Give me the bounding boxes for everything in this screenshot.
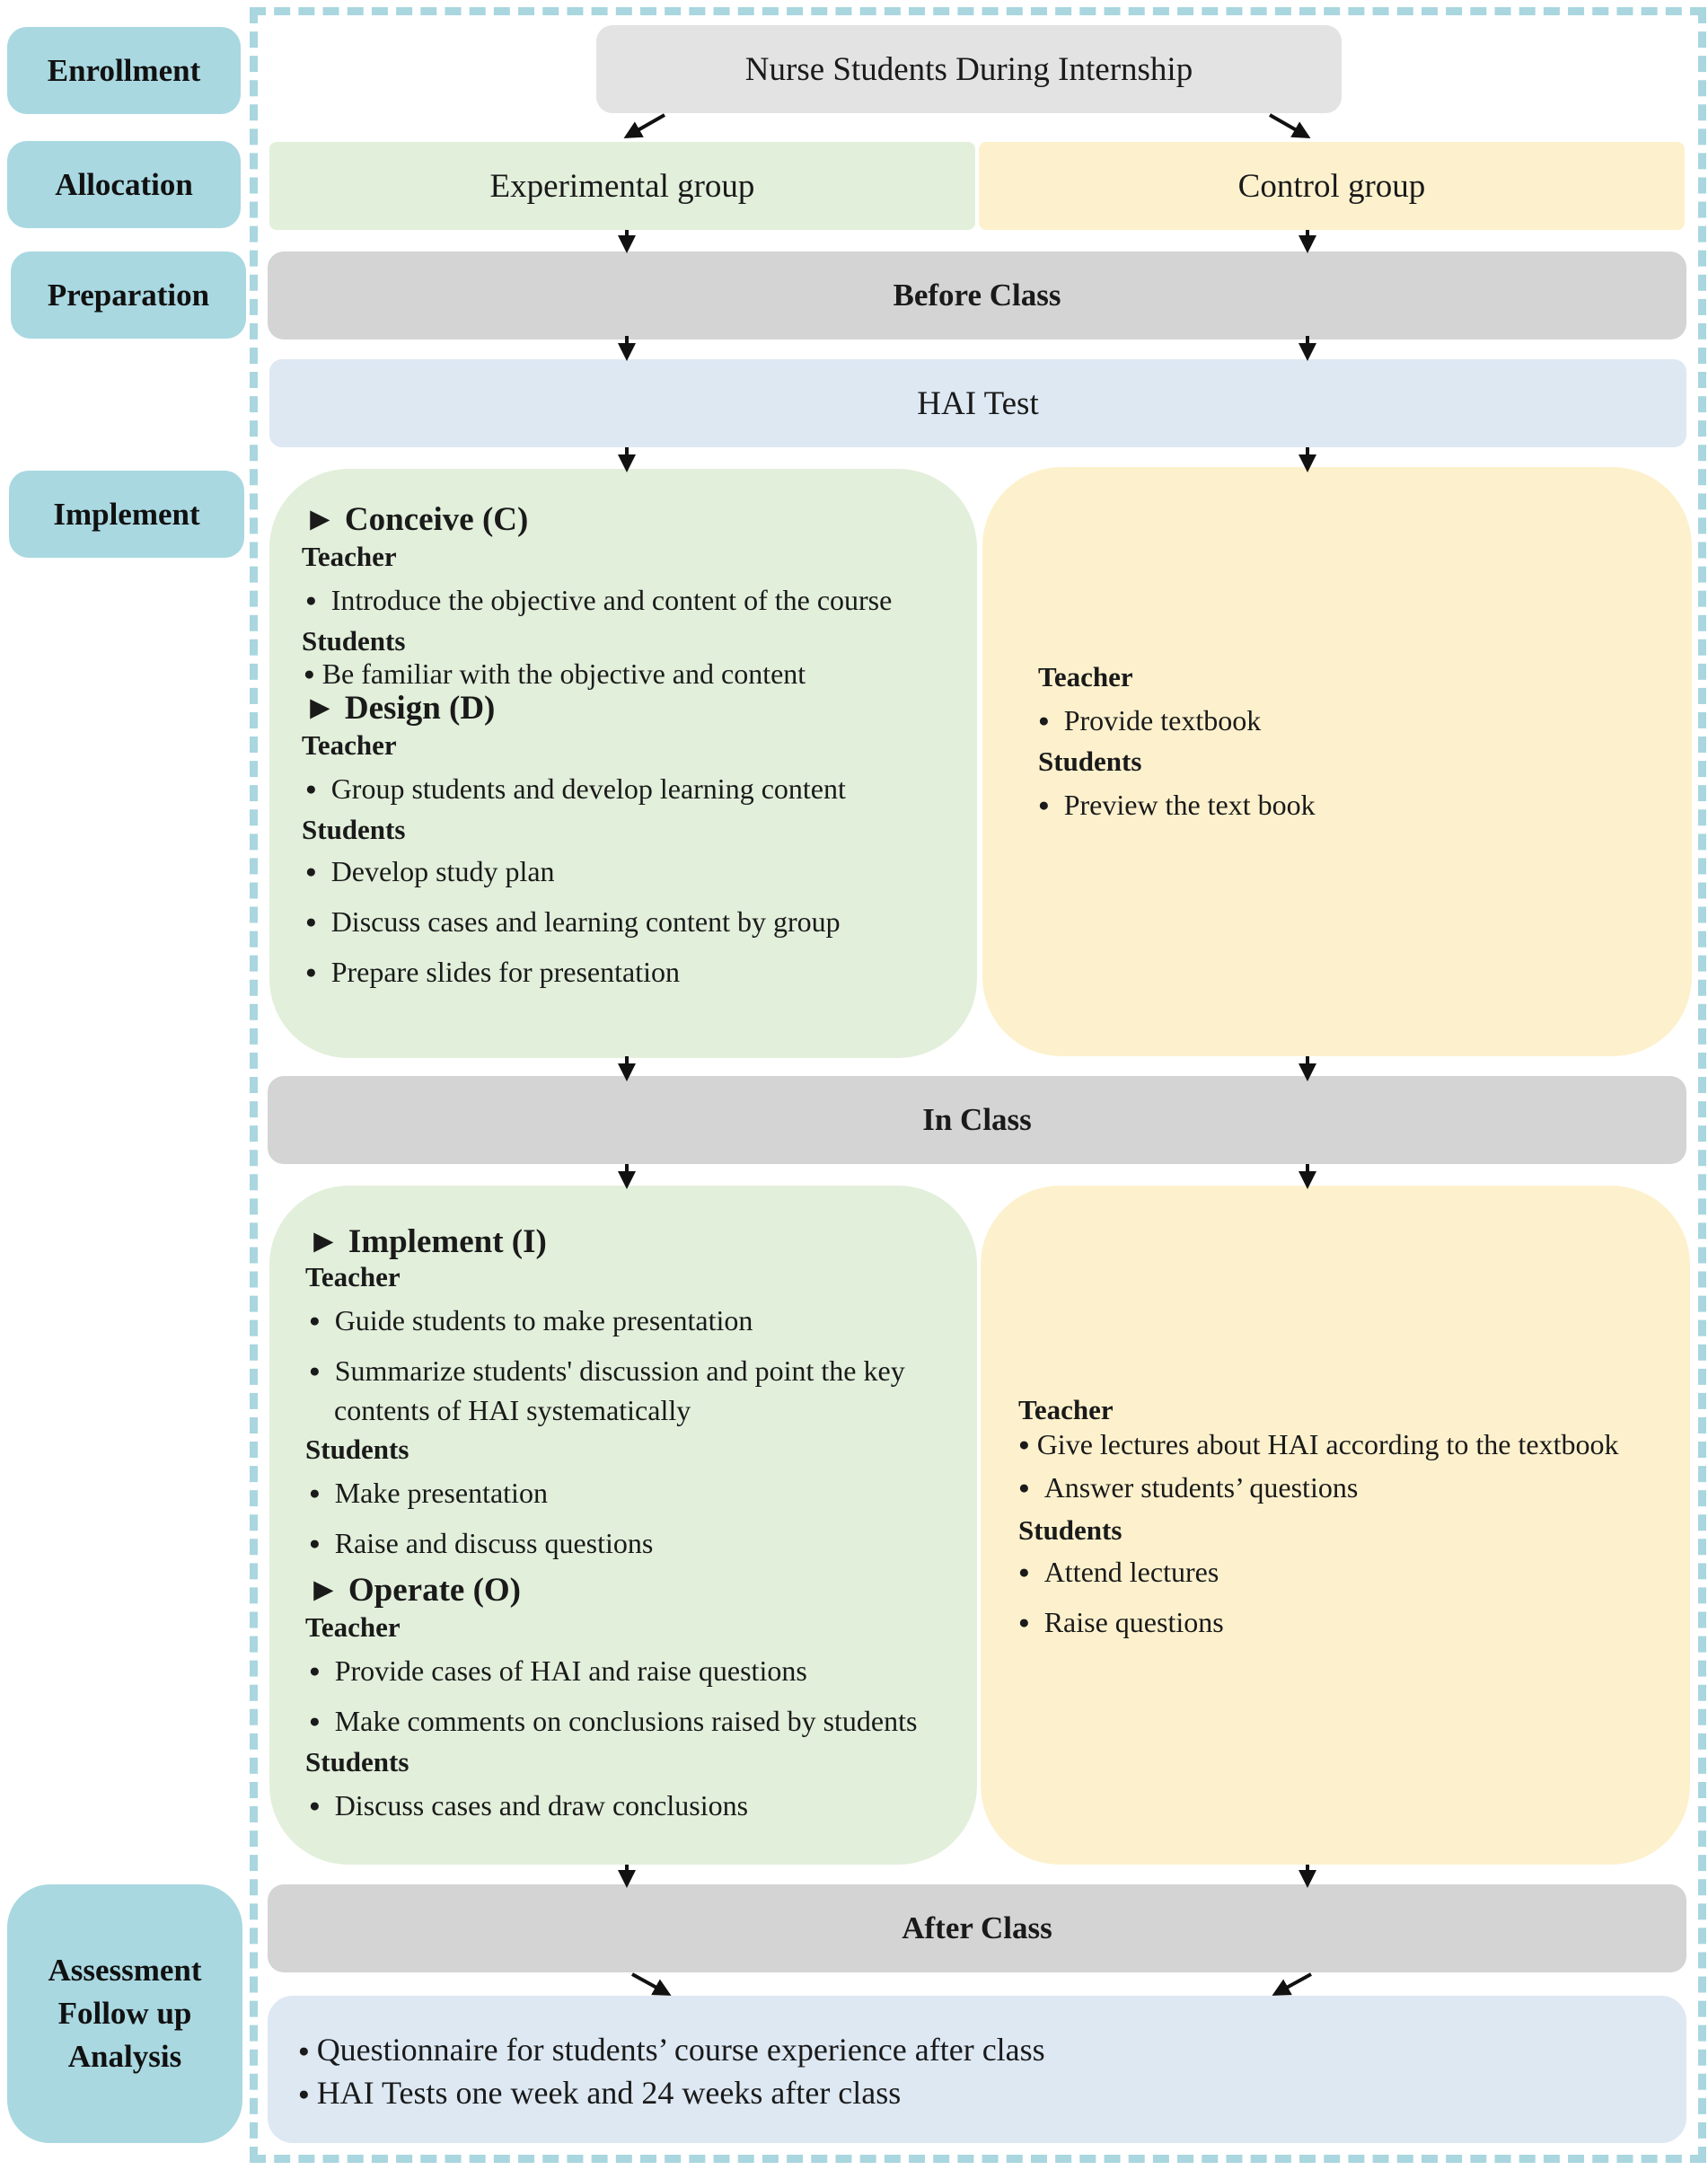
- operate-heading: ► Operate (O): [307, 1572, 521, 1609]
- stage-assessment-line-3: Analysis: [67, 2039, 182, 2074]
- implement-teacher-item-2-cont: contents of HAI systematically: [334, 1394, 691, 1426]
- stage-preparation: Preparation: [11, 251, 246, 339]
- control-before-students-item: Preview the text book: [1038, 790, 1316, 819]
- conceive-teacher-item: Introduce the objective and content of t…: [305, 586, 893, 614]
- stage-enrollment-label: Enrollment: [47, 52, 201, 88]
- experimental-in-class-panel: ► Implement (I) Teacher Guide students t…: [269, 1186, 977, 1865]
- nurse-students-label: Nurse Students During Internship: [744, 50, 1193, 88]
- nurse-students-box: Nurse Students During Internship: [596, 25, 1342, 113]
- control-before-students-label: Students: [1038, 745, 1142, 777]
- design-students-item-3: Prepare slides for presentation: [305, 957, 680, 986]
- design-teacher-item: Group students and develop learning cont…: [305, 774, 846, 803]
- design-teacher-label: Teacher: [302, 729, 397, 761]
- control-in-students-item-2: Raise questions: [1018, 1608, 1224, 1636]
- stage-enrollment: Enrollment: [7, 27, 241, 114]
- implement-students-label: Students: [305, 1433, 409, 1465]
- control-in-teacher-item-2: Answer students’ questions: [1018, 1473, 1359, 1502]
- operate-teacher-item-1: Provide cases of HAI and raise questions: [309, 1656, 807, 1685]
- control-in-students-item-1: Attend lectures: [1018, 1557, 1219, 1586]
- stage-assessment-line-2: Follow up: [57, 1996, 192, 2031]
- control-in-teacher-item-1: Give lectures about HAI according to the…: [1018, 1430, 1619, 1459]
- assessment-item-2: HAI Tests one week and 24 weeks after cl…: [298, 2077, 902, 2109]
- before-class-label: Before Class: [893, 278, 1061, 313]
- dashed-frame: [250, 7, 1706, 2163]
- stage-implement: Implement: [9, 471, 244, 558]
- assessment-item-1: Questionnaire for students’ course exper…: [298, 2033, 1045, 2066]
- stage-allocation: Allocation: [7, 141, 241, 228]
- conceive-heading: ► Conceive (C): [304, 501, 529, 538]
- stage-assessment: Assessment Follow up Analysis: [7, 1884, 242, 2143]
- operate-teacher-label: Teacher: [305, 1611, 401, 1643]
- control-group-box: Control group: [979, 142, 1685, 230]
- conceive-students-label: Students: [302, 625, 406, 657]
- implement-teacher-label: Teacher: [305, 1261, 401, 1292]
- before-class-bar: Before Class: [268, 251, 1686, 340]
- implement-heading: ► Implement (I): [307, 1223, 547, 1260]
- arrow-top-to-control: [1269, 113, 1311, 138]
- experimental-before-panel: ► Conceive (C) Teacher Introduce the obj…: [269, 469, 977, 1058]
- implement-students-item-1: Make presentation: [309, 1478, 548, 1507]
- arrow-afterclass-to-assess-left: [631, 1972, 672, 1996]
- operate-students-item: Discuss cases and draw conclusions: [309, 1791, 748, 1820]
- control-before-teacher-item: Provide textbook: [1038, 706, 1262, 735]
- conceive-teacher-label: Teacher: [302, 541, 397, 572]
- implement-students-item-2: Raise and discuss questions: [309, 1529, 654, 1557]
- design-students-label: Students: [302, 814, 406, 845]
- stage-allocation-label: Allocation: [55, 166, 193, 202]
- conceive-students-item: Be familiar with the objective and conte…: [304, 659, 806, 688]
- after-class-label: After Class: [902, 1910, 1052, 1945]
- implement-teacher-item-1: Guide students to make presentation: [309, 1306, 753, 1335]
- control-in-students-label: Students: [1018, 1514, 1123, 1546]
- hai-test-label: HAI Test: [917, 384, 1039, 422]
- stage-preparation-label: Preparation: [47, 277, 210, 313]
- arrow-top-to-experimental: [623, 113, 665, 138]
- arrow-afterclass-to-assess-right: [1272, 1972, 1312, 1996]
- operate-teacher-item-2: Make comments on conclusions raised by s…: [309, 1707, 918, 1735]
- stage-implement-label: Implement: [53, 496, 200, 532]
- control-in-class-panel: Teacher Give lectures about HAI accordin…: [981, 1186, 1690, 1865]
- control-group-label: Control group: [1237, 167, 1426, 205]
- control-before-teacher-label: Teacher: [1038, 661, 1133, 692]
- control-before-panel: Teacher Provide textbook Students Previe…: [982, 467, 1692, 1056]
- hai-test-bar: HAI Test: [269, 359, 1686, 447]
- experimental-group-label: Experimental group: [489, 167, 755, 205]
- implement-teacher-item-2: Summarize students' discussion and point…: [309, 1356, 905, 1385]
- experimental-group-box: Experimental group: [269, 142, 975, 230]
- control-in-teacher-label: Teacher: [1018, 1394, 1114, 1425]
- in-class-bar: In Class: [268, 1076, 1686, 1164]
- in-class-label: In Class: [922, 1102, 1032, 1137]
- after-class-bar: After Class: [268, 1884, 1686, 1972]
- design-students-item-1: Develop study plan: [305, 857, 555, 886]
- design-heading: ► Design (D): [304, 690, 496, 727]
- operate-students-label: Students: [305, 1746, 409, 1777]
- design-students-item-2: Discuss cases and learning content by gr…: [305, 907, 841, 936]
- stage-assessment-line-1: Assessment: [48, 1953, 202, 1988]
- assessment-box: Questionnaire for students’ course exper…: [268, 1996, 1686, 2143]
